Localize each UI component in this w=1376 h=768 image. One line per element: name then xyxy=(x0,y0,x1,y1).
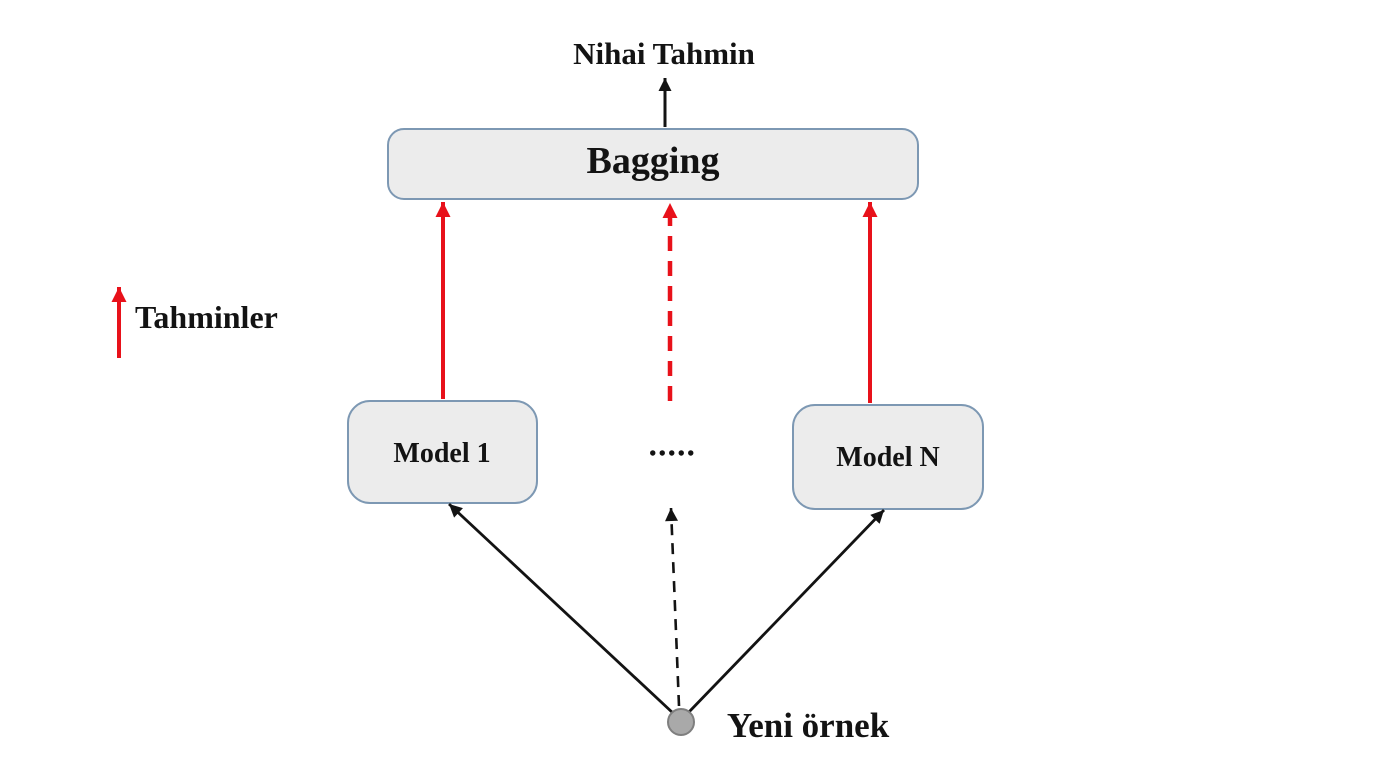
arrow-sample-to-modeln xyxy=(686,509,886,714)
bagging-box-label: Bagging xyxy=(586,140,719,182)
legend-predictions-label: Tahminler xyxy=(135,299,278,335)
bagging-box xyxy=(387,128,919,200)
hidden-models-ellipsis: ••••• xyxy=(649,443,697,465)
model-n-box xyxy=(792,404,984,510)
new-sample-label: Yeni örnek xyxy=(727,706,890,745)
new-sample-dot xyxy=(667,708,695,736)
model-n-label: Model N xyxy=(836,442,939,473)
model-1-box xyxy=(347,400,538,504)
arrow-sample-to-model1 xyxy=(448,502,675,716)
arrow-sample-to-hidden-models-dashed xyxy=(665,507,681,707)
model-1-label: Model 1 xyxy=(393,438,490,469)
final-prediction-label: Nihai Tahmin xyxy=(573,36,755,71)
